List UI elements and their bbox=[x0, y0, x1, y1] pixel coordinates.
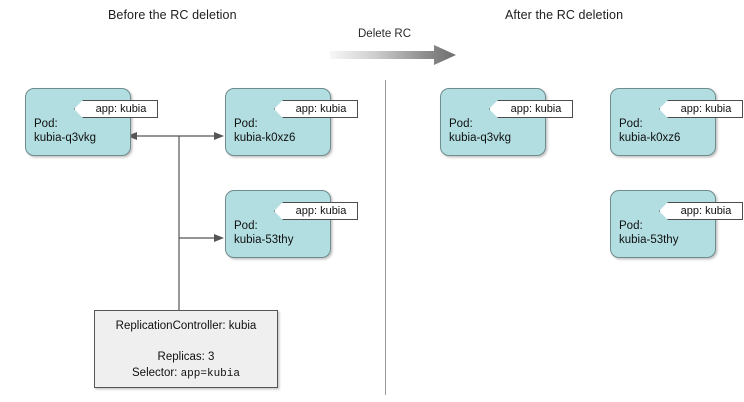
pod-label-text: app: kubia bbox=[510, 103, 562, 115]
rc-title: ReplicationController: kubia bbox=[115, 320, 257, 332]
pod-kind: Pod: bbox=[449, 118, 473, 130]
pod-label-tag: app: kubia bbox=[489, 100, 573, 118]
pod-text: Pod: kubia-q3vkg bbox=[449, 117, 511, 145]
pod-text: Pod: kubia-k0xz6 bbox=[234, 117, 295, 145]
pod-name: kubia-k0xz6 bbox=[234, 132, 296, 144]
section-divider bbox=[385, 80, 386, 395]
rc-selector: Selector: app=kubia bbox=[95, 367, 277, 380]
pod-box[interactable]: app: kubia Pod: kubia-53thy bbox=[225, 190, 358, 258]
pod-kind: Pod: bbox=[619, 220, 643, 232]
pod-box[interactable]: app: kubia Pod: kubia-k0xz6 bbox=[610, 88, 743, 156]
pod-kind: Pod: bbox=[234, 118, 258, 130]
delete-rc-arrow-icon bbox=[330, 45, 456, 65]
pod-label-text: app: kubia bbox=[295, 205, 347, 217]
pod-kind: Pod: bbox=[34, 118, 58, 130]
pod-kind: Pod: bbox=[619, 118, 643, 130]
pod-box[interactable]: app: kubia Pod: kubia-k0xz6 bbox=[225, 88, 358, 156]
pod-label-tag: app: kubia bbox=[659, 202, 743, 220]
pod-label-tag: app: kubia bbox=[274, 100, 358, 118]
pod-box[interactable]: app: kubia Pod: kubia-53thy bbox=[610, 190, 743, 258]
pod-name: kubia-q3vkg bbox=[34, 132, 97, 144]
pod-label-text: app: kubia bbox=[680, 205, 732, 217]
rc-replicas: Replicas: 3 bbox=[157, 351, 215, 363]
rc-selector-prefix: Selector: bbox=[132, 367, 181, 379]
arrowhead-right-upper bbox=[214, 132, 224, 140]
pod-label-tag: app: kubia bbox=[74, 100, 158, 118]
pod-kind: Pod: bbox=[234, 220, 258, 232]
pod-label-tag: app: kubia bbox=[274, 202, 358, 220]
tag-shape bbox=[74, 100, 158, 118]
arrowhead-right-lower bbox=[214, 234, 224, 242]
tag-shape bbox=[659, 202, 743, 220]
pod-label-tag: app: kubia bbox=[659, 100, 743, 118]
pod-name: kubia-q3vkg bbox=[449, 132, 512, 144]
replication-controller-box[interactable]: ReplicationController: kubia Replicas: 3… bbox=[94, 310, 278, 388]
tag-shape bbox=[659, 100, 743, 118]
pod-box[interactable]: app: kubia Pod: kubia-q3vkg bbox=[440, 88, 573, 156]
tag-shape bbox=[274, 202, 358, 220]
pod-label-text: app: kubia bbox=[680, 103, 732, 115]
pod-text: Pod: kubia-53thy bbox=[234, 219, 293, 247]
pod-label-text: app: kubia bbox=[95, 103, 147, 115]
rc-selector-value: app=kubia bbox=[180, 368, 240, 380]
pod-box[interactable]: app: kubia Pod: kubia-q3vkg bbox=[25, 88, 158, 156]
pod-label-text: app: kubia bbox=[295, 103, 347, 115]
pod-name: kubia-53thy bbox=[234, 234, 294, 246]
pod-text: Pod: kubia-q3vkg bbox=[34, 117, 96, 145]
before-section-title: Before the RC deletion bbox=[108, 8, 237, 22]
pod-name: kubia-53thy bbox=[619, 234, 679, 246]
pod-text: Pod: kubia-k0xz6 bbox=[619, 117, 680, 145]
after-section-title: After the RC deletion bbox=[505, 8, 624, 22]
pod-text: Pod: kubia-53thy bbox=[619, 219, 678, 247]
delete-rc-label: Delete RC bbox=[358, 28, 412, 40]
pod-name: kubia-k0xz6 bbox=[619, 132, 681, 144]
tag-shape bbox=[489, 100, 573, 118]
tag-shape bbox=[274, 100, 358, 118]
